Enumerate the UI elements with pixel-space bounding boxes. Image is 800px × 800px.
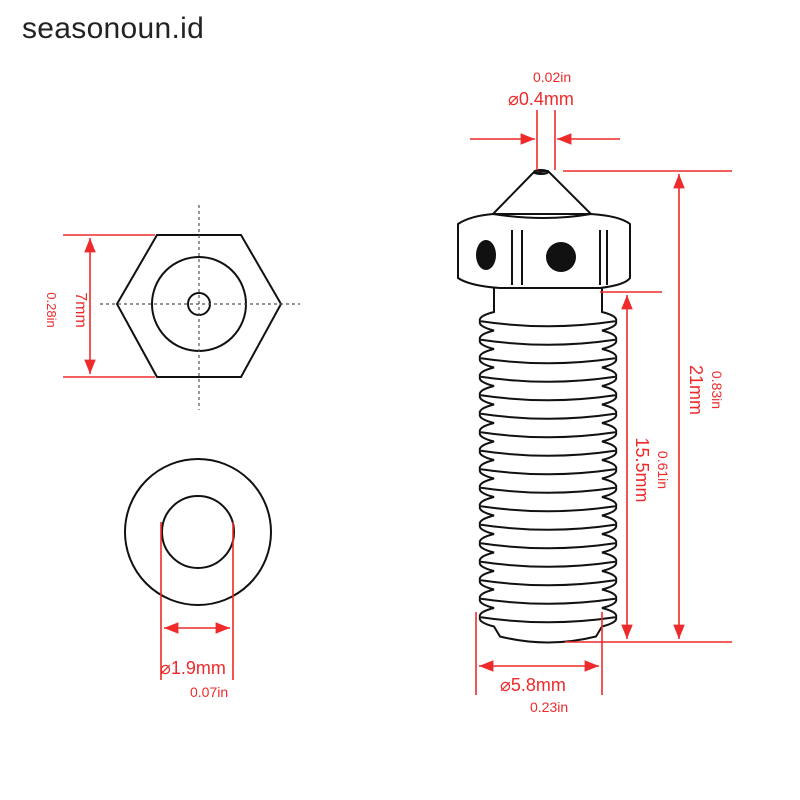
bore-diameter-mm: ⌀1.9mm <box>160 658 226 678</box>
thread-ridge <box>480 560 616 568</box>
thread-length-in: 0.61in <box>655 451 671 489</box>
thread-ridge <box>480 431 616 439</box>
bore-diameter-in: 0.07in <box>190 684 228 700</box>
thread-ridge <box>480 597 616 605</box>
thread-ridge <box>480 320 616 328</box>
watermark: seasonoun.id <box>22 12 205 45</box>
thread-ridge <box>480 412 616 420</box>
thread-length-mm: 15.5mm <box>632 437 652 502</box>
orifice-in: 0.02in <box>533 69 571 85</box>
thread-ridge <box>480 357 616 365</box>
thread-ridge <box>480 486 616 494</box>
thread-ridge <box>480 505 616 513</box>
thread-ridge <box>480 616 616 624</box>
total-length-mm: 21mm <box>686 365 706 415</box>
orifice-mm: ⌀0.4mm <box>508 89 574 109</box>
hex-size-in: 0.28in <box>44 292 59 327</box>
bottom-view: ⌀1.9mm 0.07in <box>124 458 272 700</box>
thread-outline <box>478 288 618 644</box>
thread-ridge <box>480 542 616 550</box>
hex-top-view: 7mm 0.28in <box>44 205 300 410</box>
nozzle-side-view: 0.02in ⌀0.4mm 21mm 0.83in 15.5mm 0.61in … <box>457 69 732 715</box>
thread-ridge <box>480 375 616 383</box>
hex-size-mm: 7mm <box>72 292 89 328</box>
thread-ridge <box>480 338 616 346</box>
thread-ridge <box>480 579 616 587</box>
thread-ridge <box>480 449 616 457</box>
thread-ridge <box>480 394 616 402</box>
total-length-in: 0.83in <box>709 371 725 409</box>
thread-ridge <box>480 523 616 531</box>
thread-diameter-mm: ⌀5.8mm <box>500 675 566 695</box>
thread-diameter-in: 0.23in <box>530 699 568 715</box>
thread-ridge <box>480 468 616 476</box>
